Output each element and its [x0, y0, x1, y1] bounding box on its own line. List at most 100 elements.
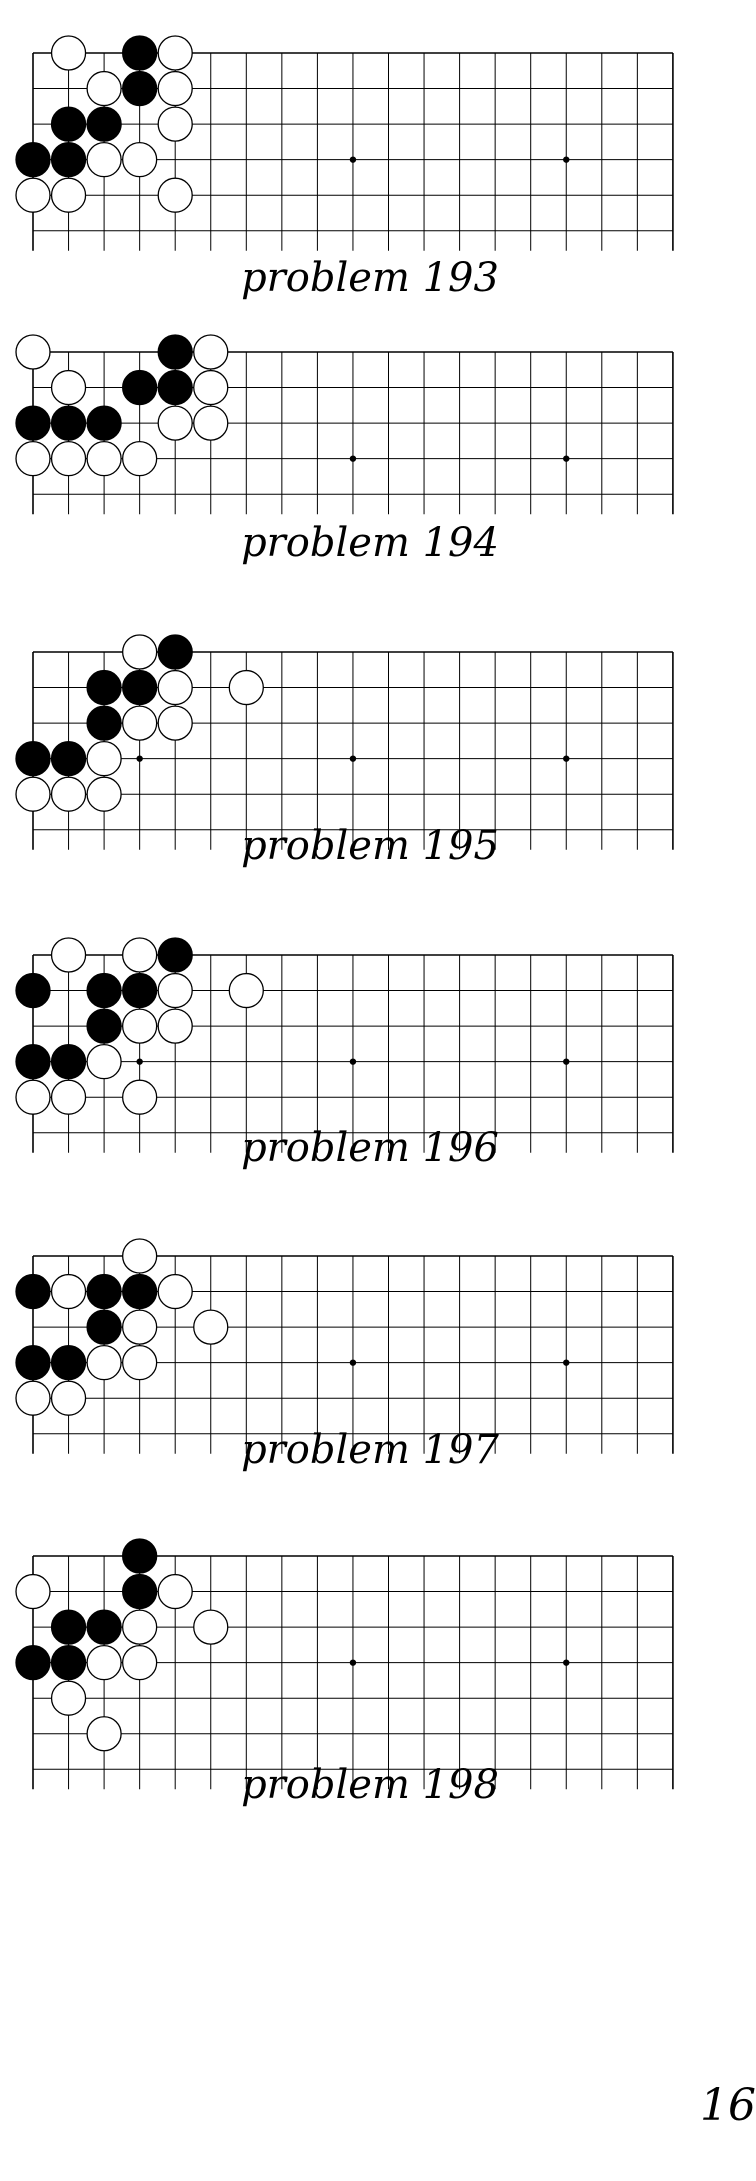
black-stone	[121, 669, 158, 706]
white-stone	[157, 35, 193, 71]
black-stone	[50, 106, 87, 142]
white-stone	[50, 776, 87, 812]
white-stone	[86, 741, 122, 777]
black-stone	[50, 1044, 87, 1080]
white-stone	[50, 35, 87, 71]
black-stone	[157, 369, 193, 406]
star-point	[563, 1359, 570, 1366]
white-stone	[121, 1645, 158, 1681]
black-stone	[50, 1345, 87, 1381]
black-stone	[15, 741, 51, 777]
white-stone	[121, 1008, 158, 1044]
black-stone	[86, 1309, 122, 1345]
white-stone	[121, 141, 158, 178]
black-stone	[15, 1044, 51, 1080]
star-point	[563, 455, 570, 462]
problem-caption: problem 195	[241, 823, 499, 869]
star-point	[136, 755, 143, 762]
black-stone	[15, 405, 51, 441]
black-stone	[15, 141, 51, 178]
star-point	[349, 1359, 357, 1366]
black-stone	[86, 972, 122, 1009]
white-stone	[121, 1345, 158, 1381]
black-stone	[50, 405, 87, 441]
go-board	[15, 1538, 674, 1790]
white-stone	[86, 776, 122, 812]
white-stone	[157, 1273, 193, 1310]
white-stone	[121, 1609, 158, 1645]
white-stone	[193, 405, 229, 441]
white-stone	[15, 334, 51, 370]
white-stone	[50, 1380, 87, 1416]
black-stone	[86, 705, 122, 741]
white-stone	[15, 776, 51, 812]
go-board	[15, 634, 674, 850]
white-stone	[86, 1345, 122, 1381]
white-stone	[86, 1716, 122, 1752]
black-stone	[157, 634, 193, 670]
black-stone	[121, 369, 158, 406]
white-stone	[157, 669, 193, 706]
white-stone	[193, 369, 229, 406]
white-stone	[157, 972, 193, 1009]
white-stone	[86, 1044, 122, 1080]
black-stone	[121, 1273, 158, 1310]
white-stone	[193, 1309, 229, 1345]
white-stone	[50, 1680, 87, 1716]
star-point	[349, 1659, 357, 1666]
black-stone	[121, 1573, 158, 1610]
black-stone	[121, 1538, 158, 1574]
white-stone	[86, 440, 122, 477]
problem-caption: problem 193	[241, 255, 499, 301]
go-board	[15, 1238, 674, 1454]
white-stone	[193, 1609, 229, 1645]
white-stone	[15, 440, 51, 477]
white-stone	[50, 1079, 87, 1115]
black-stone	[157, 937, 193, 973]
white-stone	[157, 70, 193, 107]
white-stone	[228, 972, 264, 1009]
black-stone	[121, 972, 158, 1009]
white-stone	[50, 440, 87, 477]
star-point	[349, 156, 357, 163]
white-stone	[121, 937, 158, 973]
black-stone	[15, 972, 51, 1009]
white-stone	[193, 334, 229, 370]
black-stone	[50, 141, 87, 178]
white-stone	[50, 937, 87, 973]
black-stone	[15, 1273, 51, 1310]
white-stone	[15, 177, 51, 213]
go-board	[15, 35, 674, 251]
white-stone	[157, 405, 193, 441]
white-stone	[121, 705, 158, 741]
black-stone	[50, 1645, 87, 1681]
white-stone	[121, 1238, 158, 1274]
black-stone	[86, 1273, 122, 1310]
white-stone	[157, 1573, 193, 1610]
white-stone	[50, 369, 87, 406]
problem-caption: problem 196	[241, 1125, 499, 1171]
black-stone	[86, 669, 122, 706]
black-stone	[15, 1345, 51, 1381]
white-stone	[228, 669, 264, 706]
white-stone	[157, 177, 193, 213]
white-stone	[121, 1309, 158, 1345]
star-point	[349, 755, 357, 762]
page-number: 16	[700, 2080, 756, 2131]
white-stone	[50, 177, 87, 213]
white-stone	[15, 1380, 51, 1416]
white-stone	[86, 141, 122, 178]
white-stone	[121, 440, 158, 477]
black-stone	[50, 1609, 87, 1645]
go-board	[15, 334, 674, 515]
black-stone	[50, 741, 87, 777]
black-stone	[157, 334, 193, 370]
white-stone	[15, 1573, 51, 1610]
white-stone	[15, 1079, 51, 1115]
black-stone	[86, 405, 122, 441]
white-stone	[157, 705, 193, 741]
problem-caption: problem 197	[241, 1427, 499, 1473]
white-stone	[157, 1008, 193, 1044]
white-stone	[157, 106, 193, 142]
star-point	[563, 156, 570, 163]
